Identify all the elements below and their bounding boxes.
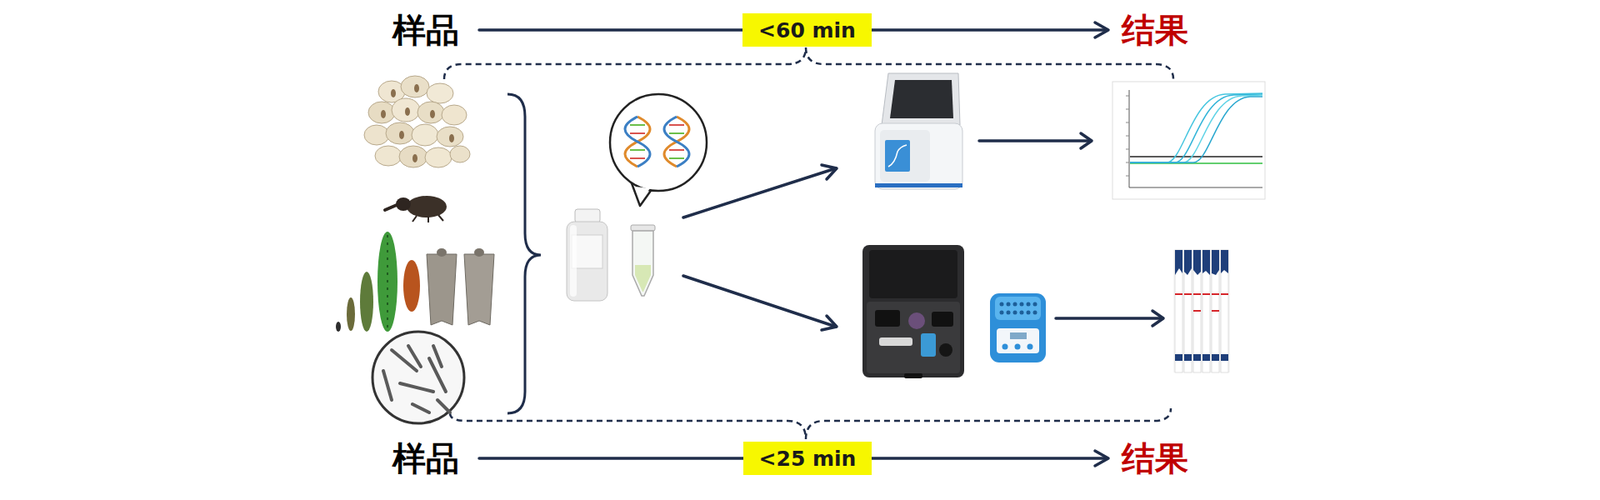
dna-bubble xyxy=(610,94,707,206)
stage-label: 结果 xyxy=(1121,11,1189,49)
seed-grooves xyxy=(380,84,455,163)
sample-tube xyxy=(630,225,655,296)
stage-label: 样品 xyxy=(392,11,460,49)
time-box: <60 min xyxy=(742,13,872,47)
weevil xyxy=(385,195,447,223)
stage-label: 结果 xyxy=(1121,440,1189,477)
microscope-view xyxy=(372,331,465,424)
time-box: <25 min xyxy=(743,441,872,475)
qpcr-instrument xyxy=(875,73,963,190)
reagent-bottle xyxy=(566,209,608,301)
timeline-arrows xyxy=(479,22,1109,466)
time-text: <60 min xyxy=(758,18,856,43)
curly-brace xyxy=(507,94,541,414)
time-text: <25 min xyxy=(759,446,857,471)
test-strips xyxy=(1173,250,1230,373)
seed-pile xyxy=(364,75,470,168)
heating-block xyxy=(990,293,1046,363)
stage-label: 样品 xyxy=(392,440,460,477)
amplification-chart xyxy=(1112,81,1265,200)
insect-stages xyxy=(335,231,495,332)
dashed-braces xyxy=(444,47,1174,440)
field-kit-case xyxy=(862,245,965,379)
